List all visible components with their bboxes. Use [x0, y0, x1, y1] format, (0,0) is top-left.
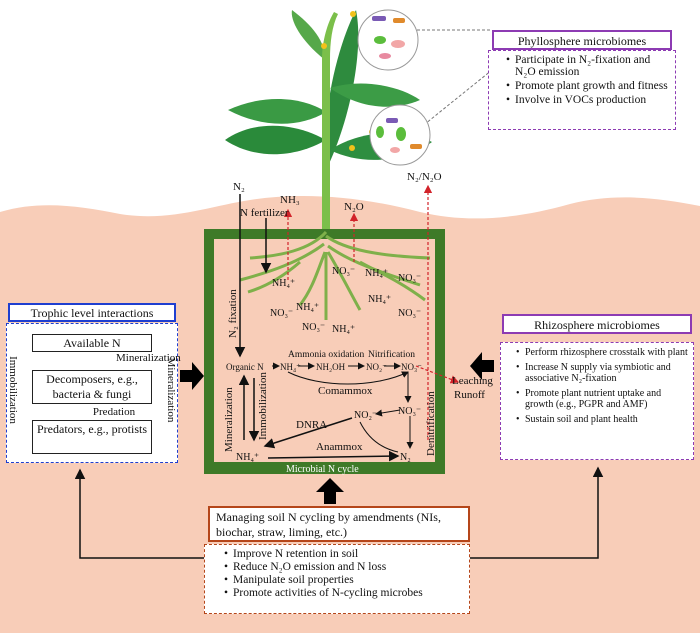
- microbe-zoom-circle: [357, 9, 419, 71]
- trophic-decomposers: Decomposers, e.g., bacteria & fungi: [32, 370, 152, 404]
- label-dnra: DNRA: [296, 419, 327, 431]
- trophic-immobilization-side: Immobilization: [7, 356, 19, 424]
- microbe-icon: [393, 18, 405, 23]
- label-n2-bottom: N₂: [400, 452, 411, 463]
- phyllosphere-item: Involve in VOCs production: [506, 94, 671, 106]
- microbe-icon: [374, 36, 386, 44]
- label-root-no3: NO₃⁻: [398, 273, 421, 284]
- label-microbial-n-cycle: Microbial N cycle: [286, 464, 359, 475]
- microbe-icon: [386, 118, 398, 123]
- label-no3-cycle-2: NO₃⁻: [398, 406, 421, 417]
- trophic-mineralization-side: Mineralization: [165, 357, 177, 423]
- label-comammox: Comammox: [318, 385, 373, 397]
- label-mineralization: Mineralization: [223, 387, 235, 452]
- rhizosphere-item: Promote plant nutrient uptake and growth…: [516, 388, 690, 410]
- label-no2: NO₂⁻: [366, 362, 387, 372]
- managing-item: Improve N retention in soil: [224, 548, 465, 560]
- trophic-available-n: Available N: [32, 334, 152, 352]
- label-n2-n2o: N₂/N₂O: [407, 171, 442, 183]
- label-denitrification: Denitrification: [425, 391, 437, 456]
- microbe-dot: [349, 145, 355, 151]
- managing-item: Manipulate soil properties: [224, 574, 465, 586]
- rhizosphere-item: Perform rhizosphere crosstalk with plant: [516, 347, 690, 358]
- label-nh2oh: NH₂OH: [316, 362, 346, 372]
- label-anammox: Anammox: [316, 441, 363, 453]
- managing-list-box: Improve N retention in soil Reduce N₂O e…: [204, 544, 470, 614]
- rhizosphere-item: Increase N supply via symbiotic and asso…: [516, 362, 690, 384]
- phyllosphere-title: Phyllosphere microbiomes: [492, 30, 672, 50]
- label-no3-cycle: NO₃⁻: [401, 362, 422, 372]
- managing-to-rhizo-line: [468, 466, 604, 559]
- microbe-icon: [372, 16, 386, 21]
- label-root-no3: NO₃⁻: [398, 308, 421, 319]
- trophic-title: Trophic level interactions: [8, 303, 176, 322]
- label-root-no3: NO₃⁻: [332, 266, 355, 277]
- microbial-cycle-label-bar: [204, 462, 445, 474]
- label-root-nh4: NH₄⁺: [272, 278, 295, 289]
- leaf: [291, 10, 326, 60]
- managing-title: Managing soil N cycling by amendments (N…: [208, 506, 470, 542]
- trophic-predators: Predators, e.g., protists: [32, 420, 152, 454]
- phyllosphere-list-box: Participate in N₂-fixation and N₂O emiss…: [488, 50, 676, 130]
- label-no2-cycle: NO₂⁻: [354, 410, 377, 421]
- leaf: [330, 83, 420, 107]
- microbe-icon: [376, 126, 384, 138]
- label-root-nh4: NH₄⁺: [296, 302, 319, 313]
- leaching-arrow: [415, 365, 460, 384]
- microbe-dot: [321, 43, 327, 49]
- phyllosphere-item: Participate in N₂-fixation and N₂O emiss…: [506, 54, 671, 78]
- managing-item: Promote activities of N-cycling microbes: [224, 587, 465, 599]
- microbe-dot: [350, 11, 356, 17]
- arrow-rhizo-to-cycle: [470, 352, 494, 380]
- rhizosphere-title: Rhizosphere microbiomes: [502, 314, 692, 334]
- trophic-mineralization-label: Mineralization: [116, 352, 181, 364]
- label-immobilization: Immobilization: [257, 372, 269, 440]
- label-n-fertilizer: N fertilizer: [240, 207, 289, 219]
- comammox-arrow: [287, 371, 409, 385]
- label-root-no3: NO₃⁻: [302, 322, 325, 333]
- microbe-icon: [391, 40, 405, 48]
- label-nh4-cycle: NH₄⁺: [280, 362, 301, 372]
- dnra-arrow: [263, 417, 353, 449]
- label-nh3: NH₃: [280, 194, 300, 206]
- leaf: [228, 98, 326, 124]
- label-n2-top: N₂: [233, 181, 245, 193]
- label-leaching: Leaching: [452, 375, 493, 387]
- plant-stem: [322, 12, 338, 232]
- trophic-predation-label: Predation: [92, 406, 136, 418]
- phyllo-connector-line: [419, 69, 493, 129]
- microbe-icon: [379, 53, 391, 59]
- label-root-no3: NO₃⁻: [270, 308, 293, 319]
- label-nitrification: Nitrification: [368, 349, 415, 360]
- phyllosphere-item: Promote plant growth and fitness: [506, 80, 671, 92]
- rhizosphere-list-box: Perform rhizosphere crosstalk with plant…: [500, 342, 694, 460]
- arrow-trophic-to-cycle: [180, 362, 204, 390]
- microbe-icon: [390, 147, 400, 153]
- managing-to-trophic-line: [74, 468, 208, 559]
- label-runoff: Runoff: [454, 389, 485, 401]
- microbe-icon: [396, 127, 406, 141]
- label-root-nh4: NH₄⁺: [332, 324, 355, 335]
- label-ammonia-oxidation: Ammonia oxidation: [288, 350, 365, 360]
- leaf: [225, 125, 326, 155]
- label-root-nh4: NH₄⁺: [368, 294, 391, 305]
- label-n2-fixation: N₂ fixation: [227, 289, 239, 338]
- label-root-nh4: NH₄⁺: [365, 268, 388, 279]
- label-n2o: N₂O: [344, 201, 364, 213]
- anammox-arrow: [267, 450, 400, 462]
- anammox-curve: [359, 421, 399, 453]
- microbe-icon: [410, 144, 422, 149]
- label-organic-n: Organic N: [226, 362, 264, 372]
- label-nh4-bottom: NH₄⁺: [236, 452, 259, 463]
- arrow-managing-to-cycle: [316, 478, 344, 504]
- plant-roots: [239, 230, 431, 320]
- rhizosphere-item: Sustain soil and plant health: [516, 414, 690, 425]
- managing-item: Reduce N₂O emission and N loss: [224, 561, 465, 573]
- no3-to-no2-arrow: [375, 409, 401, 417]
